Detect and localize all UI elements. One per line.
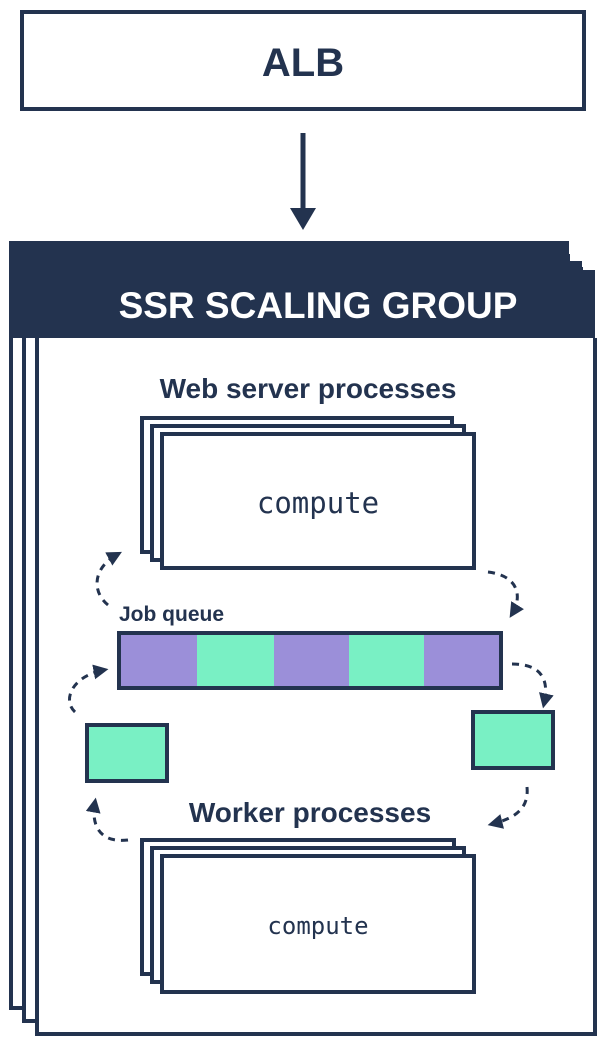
alb-to-group-arrow [290, 133, 316, 230]
dashed-curved-arrow-icon [85, 797, 129, 842]
job-queue: Job queue [117, 603, 503, 690]
worker-section: Worker processes compute [140, 797, 476, 994]
job-queue-border [117, 631, 503, 690]
worker-compute-box [160, 854, 476, 994]
alb-label: ALB [262, 41, 344, 85]
alb-box [20, 10, 586, 111]
cycle-arrows [68, 551, 554, 842]
dashed-curved-arrow-icon [487, 570, 524, 618]
alb-node: ALB [20, 10, 586, 111]
job-queue-slot [197, 633, 274, 688]
job-item-incoming [85, 723, 169, 783]
dashed-curved-arrow-icon [511, 662, 554, 709]
job-queue-slot [119, 633, 197, 688]
job-item-outgoing [471, 710, 555, 770]
job-queue-label: Job queue [119, 603, 224, 626]
web-server-section: Web server processes compute [140, 373, 476, 570]
dashed-curved-arrow-icon [95, 551, 122, 607]
dashed-curved-arrow-icon [487, 786, 529, 829]
web-server-title: Web server processes [160, 373, 457, 404]
down-arrow-icon [290, 208, 316, 230]
worker-compute-label: compute [267, 912, 368, 940]
job-queue-slot [274, 633, 349, 688]
job-queue-slot [349, 633, 424, 688]
job-queue-slot [424, 633, 501, 688]
worker-title: Worker processes [189, 797, 431, 828]
web-server-compute-box [160, 432, 476, 570]
dashed-curved-arrow-icon [68, 664, 109, 714]
scaling-group-header [9, 241, 597, 338]
web-server-compute-label: compute [257, 486, 379, 520]
scaling-group-title: SSR SCALING GROUP [119, 285, 518, 326]
